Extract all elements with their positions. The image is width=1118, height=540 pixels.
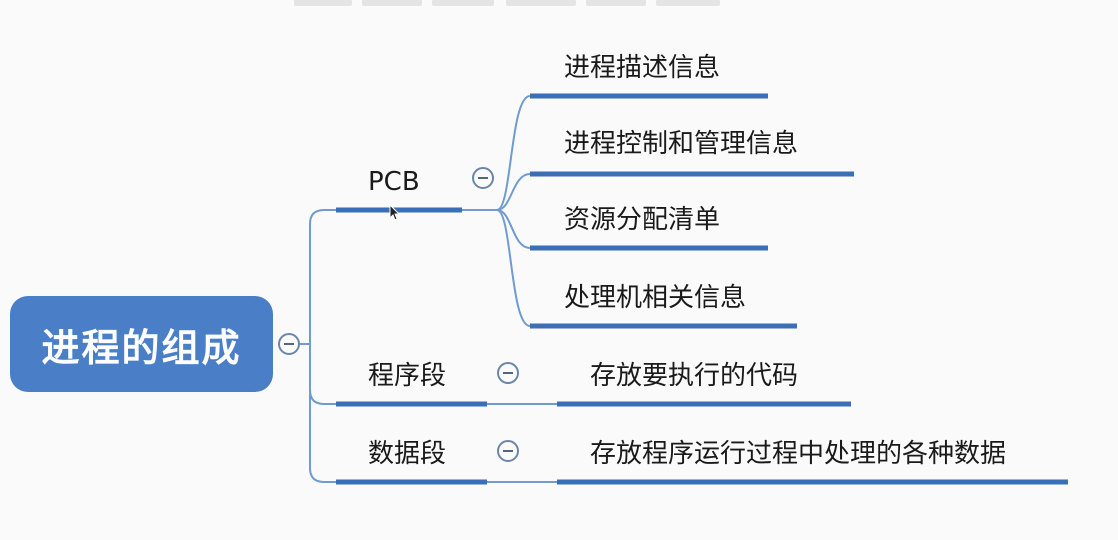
program-child[interactable]: 存放要执行的代码 xyxy=(590,361,799,391)
pcb-child-2[interactable]: 进程控制和管理信息 xyxy=(564,129,799,159)
connector-pcb-child-1 xyxy=(462,95,531,211)
pcb-child-4[interactable]: 处理机相关信息 xyxy=(564,283,747,313)
branch-data[interactable]: 数据段 xyxy=(368,439,447,469)
mouse-cursor-icon xyxy=(389,204,401,221)
toolbar-tab[interactable] xyxy=(586,0,646,6)
connector-pcb-child-4 xyxy=(462,209,531,327)
toolbar-tab[interactable] xyxy=(294,0,352,6)
branch-pcb[interactable]: PCB xyxy=(368,167,420,197)
pcb-child-1[interactable]: 进程描述信息 xyxy=(564,53,721,83)
toolbar-tab[interactable] xyxy=(432,0,494,6)
connector-root-program xyxy=(299,343,336,405)
collapse-program-toggle[interactable] xyxy=(497,362,519,384)
collapse-pcb-toggle[interactable] xyxy=(472,167,494,189)
toolbar-tab[interactable] xyxy=(656,0,720,6)
branch-program[interactable]: 程序段 xyxy=(368,361,447,391)
toolbar-tab[interactable] xyxy=(362,0,422,6)
collapse-data-toggle[interactable] xyxy=(497,440,519,462)
connector-pcb-child-3 xyxy=(462,209,531,249)
connector-root-pcb xyxy=(299,209,336,345)
root-node[interactable]: 进程的组成 xyxy=(10,296,273,392)
collapse-root-toggle[interactable] xyxy=(278,333,300,355)
toolbar-tab[interactable] xyxy=(506,0,576,6)
data-child[interactable]: 存放程序运行过程中处理的各种数据 xyxy=(590,439,1007,469)
pcb-child-3[interactable]: 资源分配清单 xyxy=(564,205,721,235)
connector-root-data xyxy=(299,343,336,483)
